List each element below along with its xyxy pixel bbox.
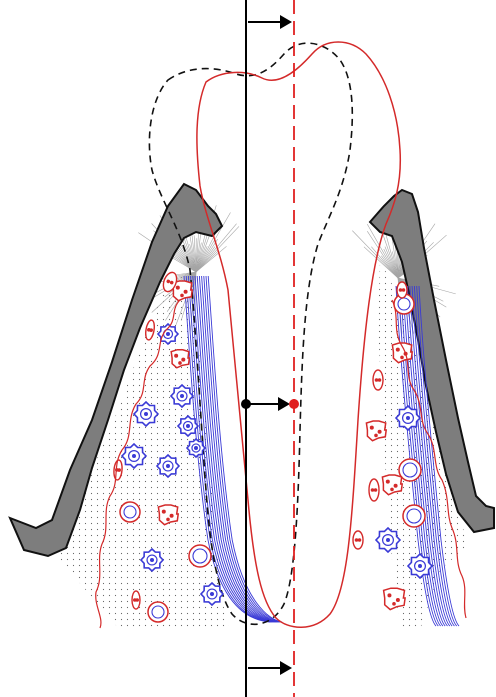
osteoclast-cell — [366, 421, 386, 441]
resorption-cell — [403, 505, 425, 527]
formation-cell — [187, 439, 205, 457]
formation-cell — [141, 549, 163, 571]
original-center-dot — [241, 399, 251, 409]
right-arrow-icon — [248, 661, 292, 675]
formation-cell — [408, 554, 432, 578]
osteoblast-cell — [132, 591, 140, 609]
formation-cell — [157, 455, 179, 477]
osteoblast-cell — [369, 479, 379, 501]
formation-cell — [122, 444, 146, 468]
osteoclast-cell — [171, 350, 189, 368]
moved-center-dot — [289, 399, 299, 409]
right-arrow-icon — [248, 15, 292, 29]
osteoclast-cell — [384, 588, 406, 609]
osteoblast-cell — [397, 282, 407, 298]
formation-cell — [178, 416, 198, 436]
formation-cell — [201, 583, 223, 605]
formation-cell — [134, 402, 158, 426]
resorption-cell — [120, 502, 140, 522]
right-arrow-icon — [241, 397, 299, 411]
osteoclast-cell — [158, 505, 178, 525]
osteoclast-cell — [382, 475, 402, 495]
osteoblast-cell — [353, 531, 363, 549]
formation-cell — [376, 528, 400, 552]
formation-cell — [396, 406, 420, 430]
formation-cell — [171, 385, 193, 407]
osteoblast-cell — [373, 370, 383, 390]
resorption-cell — [189, 545, 211, 567]
resorption-cell — [148, 602, 168, 622]
